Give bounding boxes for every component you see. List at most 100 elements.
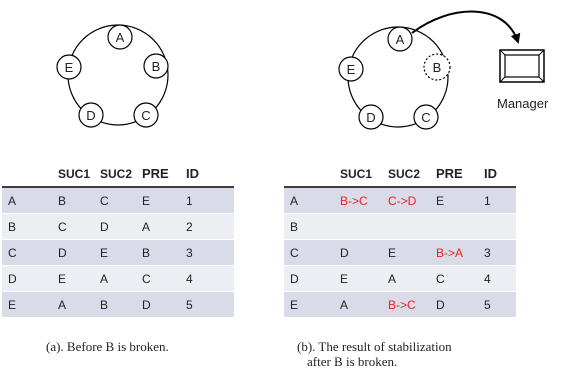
table-cell: C [94,187,136,214]
table-cell: B [94,291,136,318]
changed-cell: B->C [382,291,430,318]
table-cell: C [52,213,94,240]
table-row: E A B D 5 [2,291,234,318]
ring-a-node-d: D [78,102,104,128]
svg-text:C: C [141,108,150,123]
ring-diagrams: A B C D E A B C [56,10,545,130]
table-header-row: SUC1 SUC2 PRE ID [284,161,516,188]
table-cell: C [284,239,334,266]
table-cell: 4 [180,265,234,292]
table-cell: D [94,213,136,240]
ring-a-node-a: A [107,24,133,50]
header-pre: PRE [430,161,478,188]
table-cell: E [430,187,478,214]
table-cell: C [430,265,478,292]
table-cell: A [382,265,430,292]
header-suc1: SUC1 [334,161,382,188]
ring-b-node-e: E [338,56,364,82]
caption-b-line-2: after B is broken. [307,354,398,369]
finger-table-before: SUC1 SUC2 PRE ID A B C E 1 B C D A 2 C D… [2,161,234,318]
table-cell: 4 [478,265,516,292]
svg-text:A: A [116,30,125,45]
table-cell: E [382,239,430,266]
table-cell: D [430,291,478,318]
ring-b-node-a: A [387,26,413,52]
table-cell: E [2,291,52,318]
svg-text:A: A [396,32,405,47]
table-cell: D [136,291,180,318]
table-cell [430,213,478,240]
table-cell: 1 [180,187,234,214]
table-row: D E A C 4 [284,265,516,292]
header-cell [2,161,52,188]
table-cell: 1 [478,187,516,214]
table-row: E A B->C D 5 [284,291,516,318]
svg-text:C: C [421,110,430,125]
table-cell: A [136,213,180,240]
svg-text:E: E [65,60,74,75]
header-suc2: SUC2 [382,161,430,188]
changed-cell: B->C [334,187,382,214]
ring-b: A B C D E [338,10,545,130]
header-id: ID [180,161,234,188]
table-cell: 2 [180,213,234,240]
table-cell: A [334,291,382,318]
ring-b-node-c: C [413,104,439,130]
table-cell [478,213,516,240]
table-cell [334,213,382,240]
svg-text:E: E [347,62,356,77]
caption-b-line-1: (b). The result of stabilization [297,339,452,354]
table-cell: A [2,187,52,214]
table-cell: B [52,187,94,214]
table-cell: 3 [180,239,234,266]
notify-manager-arrow [411,10,521,44]
ring-b-node-d: D [358,104,384,130]
finger-table-after: SUC1 SUC2 PRE ID A B->C C->D E 1 B C D E… [284,161,516,318]
table-cell: E [94,239,136,266]
table-cell: E [284,291,334,318]
svg-text:D: D [366,110,375,125]
table-cell [382,213,430,240]
table-row: B C D A 2 [2,213,234,240]
changed-cell: B->A [430,239,478,266]
header-suc1: SUC1 [52,161,94,188]
svg-text:B: B [152,59,161,74]
manager-label: Manager [497,96,549,111]
table-cell: C [2,239,52,266]
table-cell: A [52,291,94,318]
table-row: D E A C 4 [2,265,234,292]
table-cell: E [334,265,382,292]
ring-a: A B C D E [56,24,169,128]
table-cell: B [2,213,52,240]
header-id: ID [478,161,516,188]
table-cell: A [94,265,136,292]
changed-cell: C->D [382,187,430,214]
ring-a-node-e: E [56,54,82,80]
table-row: C D E B->A 3 [284,239,516,266]
table-cell: D [52,239,94,266]
table-header-row: SUC1 SUC2 PRE ID [2,161,234,188]
table-row: B [284,213,516,240]
table-row: A B C E 1 [2,187,234,214]
ring-b-node-b-broken: B [423,53,451,81]
table-cell: 5 [478,291,516,318]
header-pre: PRE [136,161,180,188]
table-cell: B [284,213,334,240]
table-cell: 3 [478,239,516,266]
caption-a: (a). Before B is broken. [46,339,169,354]
table-cell: A [284,187,334,214]
table-cell: E [136,187,180,214]
table-cell: D [2,265,52,292]
table-row: A B->C C->D E 1 [284,187,516,214]
header-cell [284,161,334,188]
svg-text:B: B [433,60,442,75]
ring-a-node-b: B [143,53,169,79]
table-cell: C [136,265,180,292]
table-row: C D E B 3 [2,239,234,266]
table-cell: 5 [180,291,234,318]
manager-computer-icon [499,49,545,83]
table-cell: D [334,239,382,266]
header-suc2: SUC2 [94,161,136,188]
table-cell: B [136,239,180,266]
table-cell: D [284,265,334,292]
